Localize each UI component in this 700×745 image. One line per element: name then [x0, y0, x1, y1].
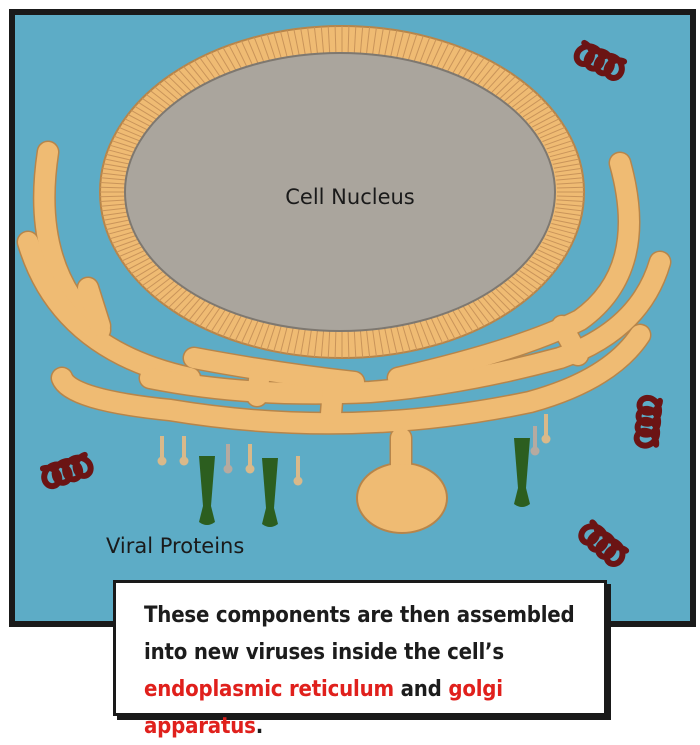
cell-nucleus — [124, 52, 556, 332]
caption-box: These components are then assembled into… — [113, 580, 607, 739]
rna-coil-bottom-right — [578, 519, 630, 568]
rna-coil-top-right — [573, 39, 628, 81]
viral-proteins-label: Viral Proteins — [106, 534, 244, 558]
rna-coil-right — [633, 394, 663, 449]
caption-text-2: and — [393, 677, 449, 702]
endoplasmic-reticulum-term: endoplasmic reticulum — [144, 677, 394, 702]
caption-text-3: . — [255, 714, 264, 739]
cell-diagram: Cell Nucleus Viral Proteins — [9, 9, 696, 627]
viral-rna-coils — [39, 39, 663, 568]
caption-text-1: These components are then assembled into… — [144, 603, 575, 665]
rna-coil-left — [39, 451, 94, 490]
endoplasmic-reticulum — [16, 140, 672, 534]
cell-nucleus-label: Cell Nucleus — [285, 185, 415, 209]
